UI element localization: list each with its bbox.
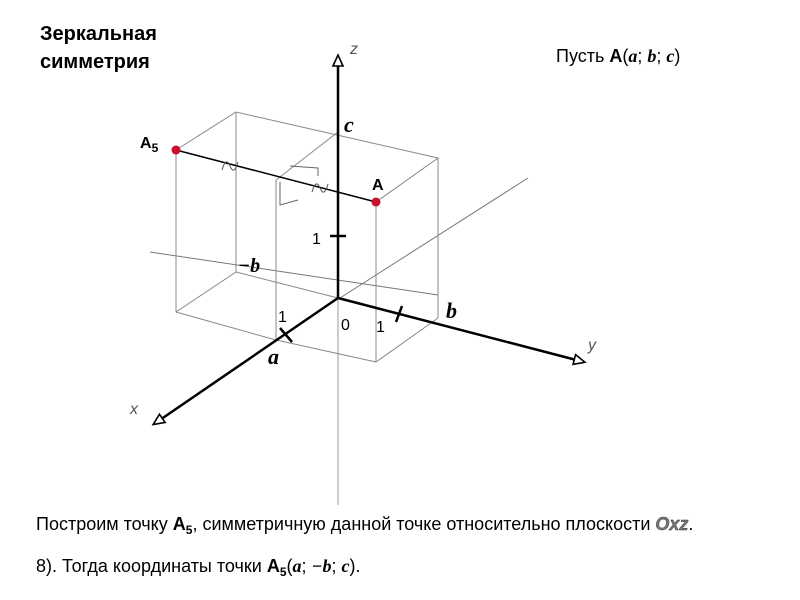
y-axis [337,296,587,366]
line2-close: ). [349,556,361,576]
equal-mark-right [311,183,329,193]
title-line-2: симметрия [40,51,150,73]
given-sep-1: ; [637,46,648,66]
point-A5-label: A5 [140,135,159,155]
x-axis [151,296,339,426]
title-line-1: Зеркальная [40,23,157,45]
point-A-label: A [372,177,384,194]
line2-start: 8). Тогда координаты точки [36,556,267,576]
slide-title: Зеркальная симметрия [40,20,157,76]
given-open-paren: ( [622,46,629,66]
plane-line-horizontal [149,251,439,296]
axis-x-label: x [129,401,139,418]
line1-point: A [172,514,186,534]
label-neg-b: −b [238,255,260,277]
segment-A5-A [175,149,377,203]
given-statement: Пусть A(a; b; c) [556,46,680,67]
given-sep-2: ; [656,46,667,66]
line1-end: . [688,514,694,534]
axis-y-label: y [587,337,597,354]
given-prefix: Пусть [556,46,610,66]
line2-point: A [266,556,280,576]
given-close-paren: ) [674,46,681,66]
x-tick [279,327,293,343]
axis-z-label: z [349,41,358,58]
line2-sep1: ; [301,556,312,576]
line1-sub: 5 [185,523,193,537]
tick-z-label: 1 [312,231,321,248]
given-c: c [666,46,675,66]
line2-sep2: ; [331,556,342,576]
given-b: b [647,46,657,66]
text-line-2: 8). Тогда координаты точки A5(a; −b; c). [36,556,360,579]
label-c: c [344,112,354,137]
point-A5 [171,145,181,155]
label-b: b [446,298,457,323]
point-A [371,197,381,207]
line2-open: ( [286,556,293,576]
text-line-1: Построим точку A5, симметричную данной т… [36,514,693,537]
equal-mark-left [221,161,239,171]
y-tick [394,305,404,323]
line1-plane: Oxz [655,514,689,534]
right-angle-marker [279,165,319,206]
line1-mid: , симметричную данной точке относительно… [192,514,656,534]
line2-a: a [292,556,302,576]
line2-sub: 5 [279,565,287,579]
line2-c: c [341,556,350,576]
origin-label: 0 [341,317,350,334]
given-point: A [609,46,623,66]
label-a: a [268,344,279,369]
line2-b: −b [311,556,332,576]
box-edges [175,111,440,363]
tick-x-label: 1 [278,309,287,326]
tick-y-label: 1 [376,319,385,336]
line1-start: Построим точку [36,514,173,534]
plane-line-diagonal [339,177,529,299]
given-a: a [628,46,638,66]
